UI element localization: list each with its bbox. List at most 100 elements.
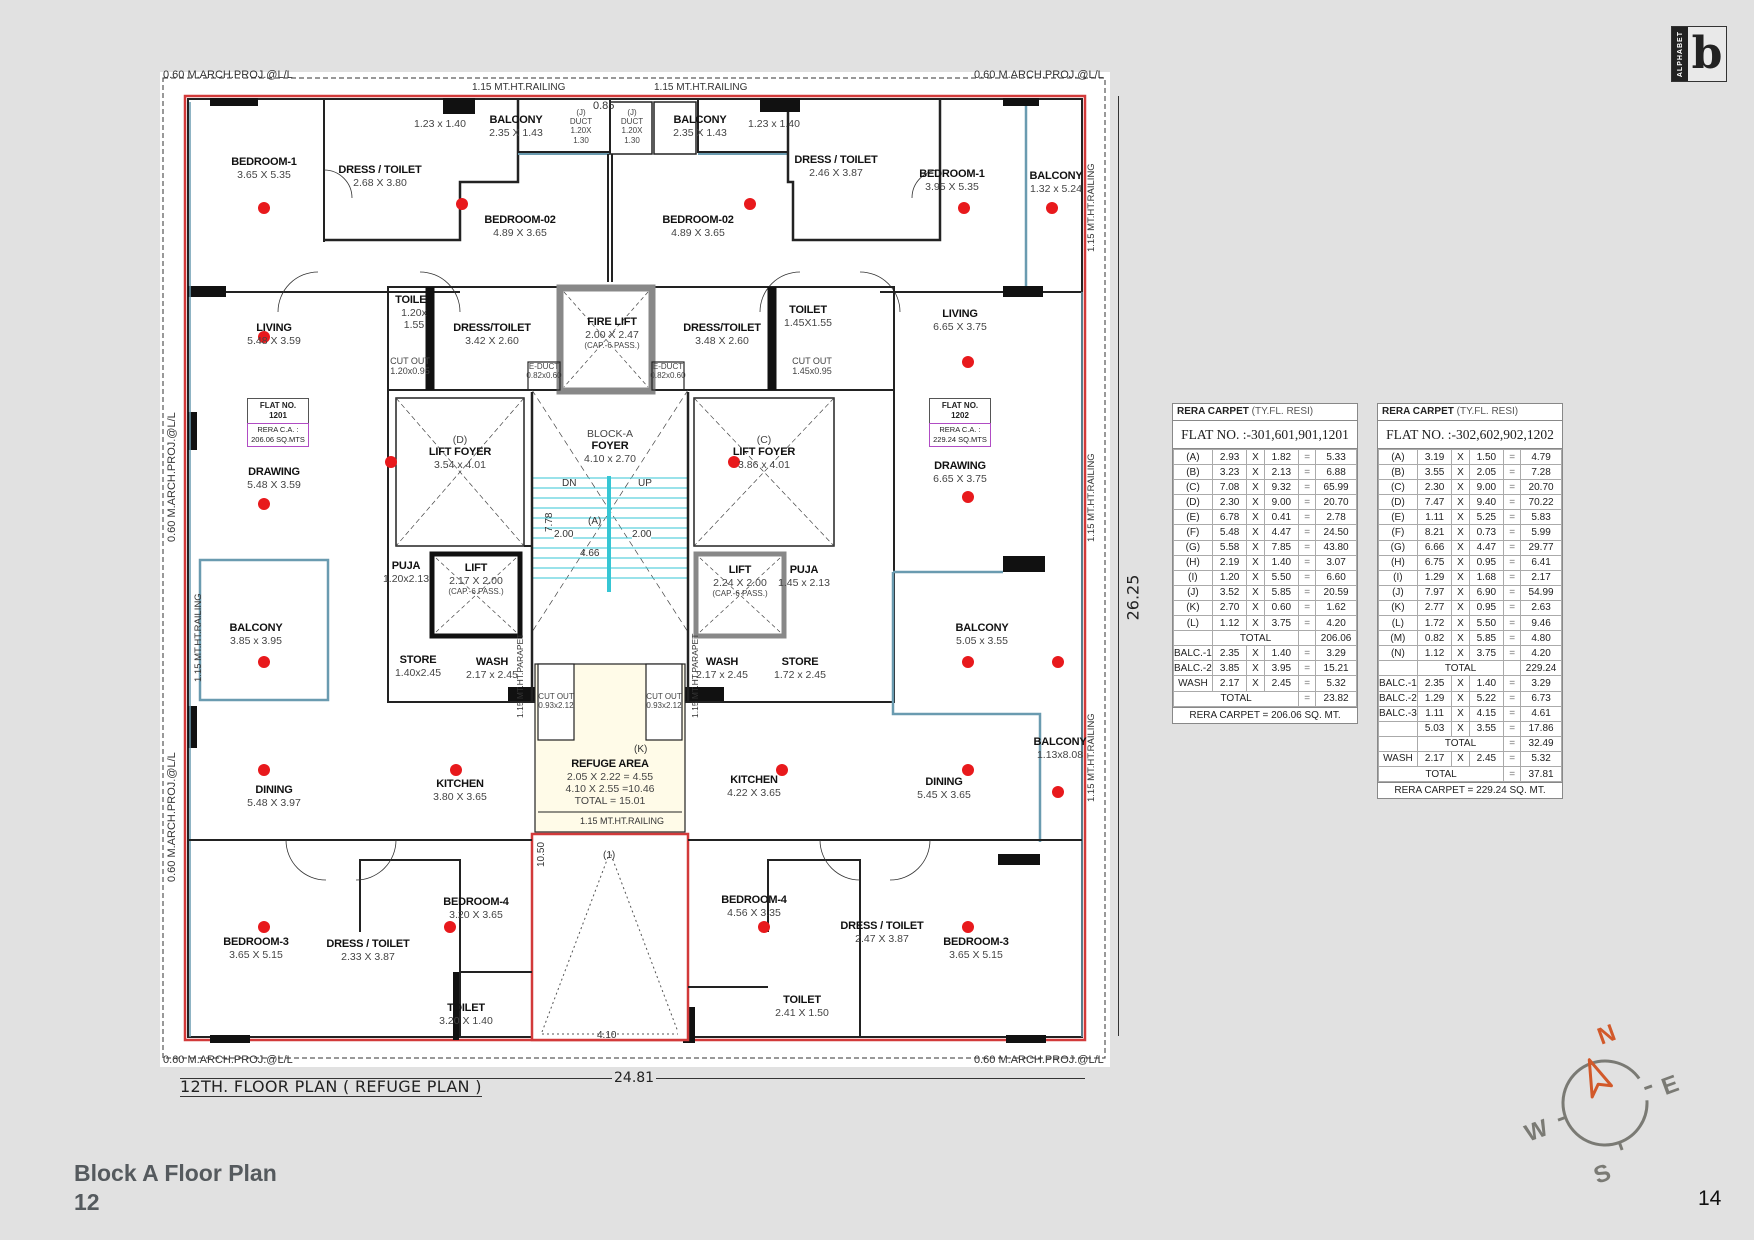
rera-cell (1298, 630, 1317, 647)
railing-note-top-left: 1.15 MT.HT.RAILING (472, 82, 566, 93)
rera-table-header: RERA CARPET (TY.FL. RESI) (1378, 404, 1562, 421)
rera-cell (1378, 720, 1418, 737)
rera-cell: = (1298, 448, 1317, 466)
rera-cell: 2.78 (1315, 509, 1357, 526)
rera-cell: 0.60 (1263, 599, 1300, 617)
rera-cell: X (1451, 675, 1470, 692)
arch-proj-note-tr: 0.60 M.ARCH.PROJ.@L/L (974, 69, 1104, 81)
rera-cell: WASH (1173, 675, 1213, 692)
rera-cell: TOTAL (1416, 660, 1505, 677)
rera-cell: X (1246, 584, 1265, 601)
railing-note-right-mid: 1.15 MT.HT.RAILING (1086, 453, 1097, 542)
rera-cell: 5.33 (1315, 448, 1357, 466)
rera-cell: (E) (1173, 509, 1213, 526)
rera-cell: 6.75 (1416, 554, 1453, 571)
rera-cell: X (1246, 599, 1265, 617)
rera-cell: 70.22 (1520, 494, 1562, 511)
rera-cell: 2.30 (1416, 479, 1453, 496)
rera-cell: 6.73 (1520, 690, 1562, 707)
rera-cell: 1.50 (1468, 448, 1505, 466)
rera-cell: (G) (1173, 539, 1213, 556)
rera-cell: 7.47 (1416, 494, 1453, 511)
rera-cell: (B) (1173, 464, 1213, 481)
stair-tag: (A) (588, 516, 602, 527)
rera-cell: 7.08 (1211, 479, 1248, 496)
rera-cell: = (1503, 705, 1522, 722)
rera-cell: 1.29 (1416, 569, 1453, 586)
rera-label: RERA C.A. : (939, 424, 981, 434)
rera-cell: 3.19 (1416, 448, 1453, 466)
railing-note-top-right: 1.15 MT.HT.RAILING (654, 82, 748, 93)
rera-value: 229.24 SQ.MTS (933, 434, 987, 444)
rera-cell: (N) (1378, 645, 1418, 662)
rera-cell: 6.41 (1520, 554, 1562, 571)
rera-cell: 6.60 (1315, 569, 1357, 586)
rera-cell: 4.15 (1468, 705, 1505, 722)
rera-cell: X (1451, 599, 1470, 617)
compass-e: E (1658, 1070, 1682, 1101)
passage-tag: (1) (603, 850, 616, 861)
rera-cell: = (1298, 464, 1317, 481)
rera-cell: = (1298, 584, 1317, 601)
rera-cell: 4.20 (1315, 615, 1357, 632)
rera-cell: X (1451, 448, 1470, 466)
railing-note-right-top: 1.15 MT.HT.RAILING (1086, 163, 1097, 252)
rera-cell: = (1503, 584, 1522, 601)
rera-cell: 4.47 (1263, 524, 1300, 541)
rera-cell: 8.21 (1416, 524, 1453, 541)
rera-cell: 2.17 (1211, 675, 1248, 692)
arch-proj-note-bl: 0.60 M.ARCH.PROJ.@L/L (163, 1054, 293, 1066)
rera-cell: (J) (1378, 584, 1418, 601)
rera-cell: 2.45 (1468, 750, 1505, 767)
rera-cell: 65.99 (1315, 479, 1357, 496)
rera-cell: 0.95 (1468, 554, 1505, 571)
rera-cell: = (1298, 615, 1317, 632)
railing-note-right-low: 1.15 MT.HT.RAILING (1086, 713, 1097, 802)
refuge-tag: (K) (634, 744, 648, 755)
rera-cell: = (1503, 509, 1522, 526)
rera-cell: 37.81 (1520, 765, 1562, 783)
flat-number: 1202 (951, 411, 969, 421)
rera-cell: 4.61 (1520, 705, 1562, 722)
stair-width-left: 2.00 (554, 529, 574, 540)
rera-cell: X (1246, 615, 1265, 632)
compass-icon: N E W S (1521, 1019, 1682, 1185)
rera-cell: 6.78 (1211, 509, 1248, 526)
rera-cell: X (1246, 645, 1265, 662)
rera-cell: = (1503, 675, 1522, 692)
rera-cell: 3.29 (1315, 645, 1357, 662)
rera-cell: X (1246, 660, 1265, 677)
rera-cell: = (1503, 479, 1522, 496)
rera-flat-numbers: FLAT NO. :-302,602,902,1202 (1378, 421, 1562, 449)
rera-total-row: TOTAL=23.82 (1172, 690, 1357, 707)
rera-cell: 2.63 (1520, 599, 1562, 617)
rera-cell: 1.12 (1416, 645, 1453, 662)
rera-cell: 1.72 (1416, 615, 1453, 632)
rera-cell: = (1503, 524, 1522, 541)
rera-cell: = (1298, 539, 1317, 556)
rera-cell: 4.79 (1520, 448, 1562, 466)
rera-cell: 1.40 (1263, 645, 1300, 662)
